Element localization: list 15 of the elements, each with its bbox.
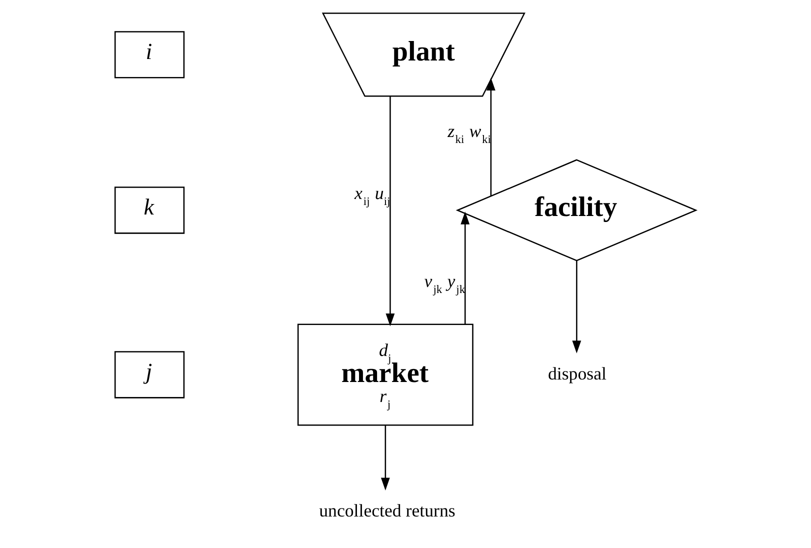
arrow [572, 260, 582, 354]
node-text: disposal [548, 363, 606, 384]
node-box: j [114, 351, 185, 398]
arrow [486, 78, 496, 196]
edge-label: z$_{ki}$ w$_{ki}$ [448, 120, 491, 146]
edge-label: x$_{ij}$ u$_{ij}$ [354, 183, 390, 208]
node-box: d$_{j}$ market r$_{j}$ [297, 324, 474, 426]
node-box: k [114, 186, 185, 234]
arrow [380, 425, 390, 490]
arrow [460, 212, 470, 324]
node-text: uncollected returns [319, 500, 456, 521]
arrow [386, 96, 395, 326]
edge-label: v$_{jk}$ y$_{jk}$ [424, 270, 466, 296]
node-box: i [114, 31, 185, 78]
node-diamond: facility [456, 159, 698, 262]
